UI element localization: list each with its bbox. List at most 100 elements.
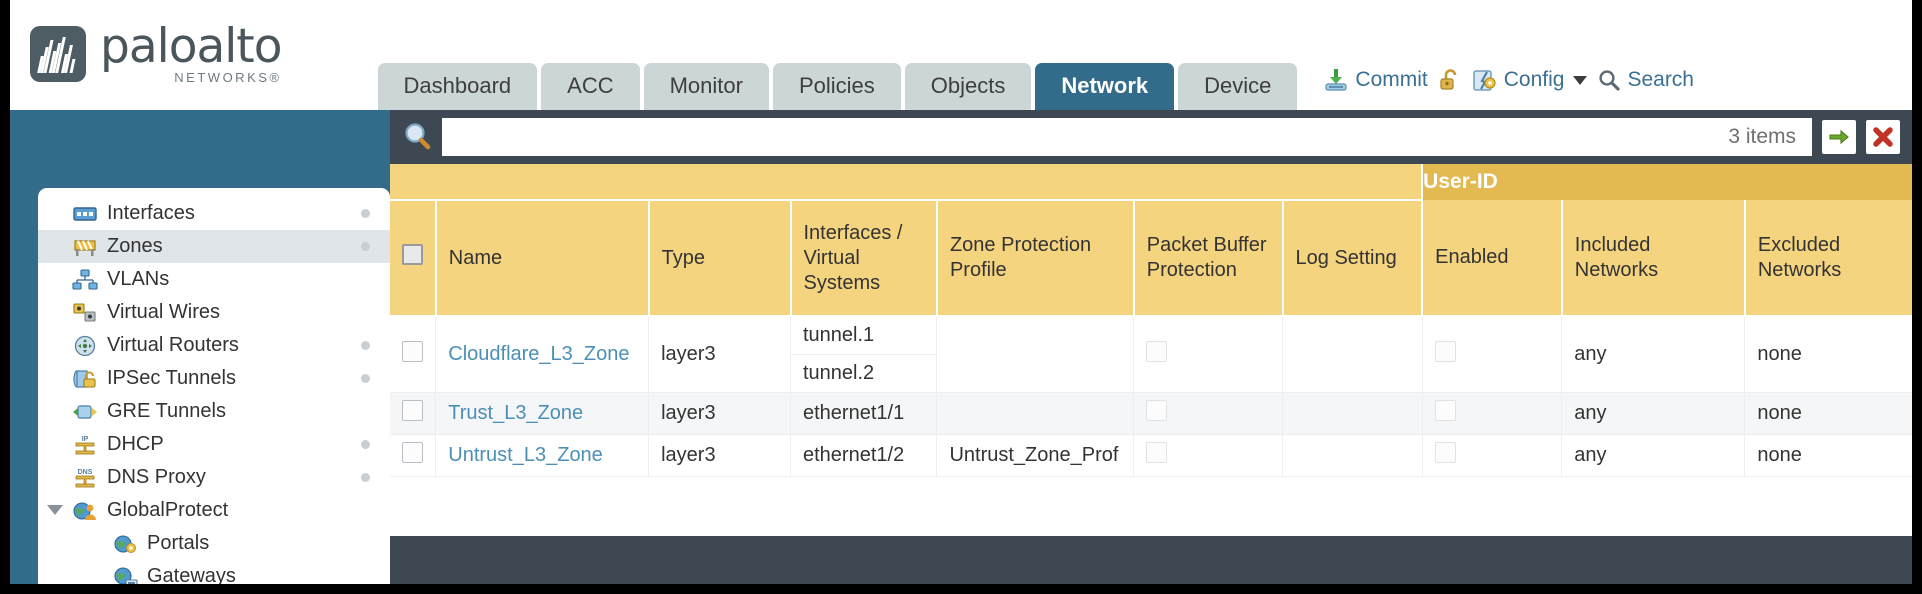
paloalto-logo-icon (30, 25, 86, 82)
status-dot (361, 209, 370, 218)
tab-policies[interactable]: Policies (772, 63, 901, 110)
sidebar-item-virtual-routers[interactable]: Virtual Routers (38, 329, 390, 362)
column-header-row: Name Type Interfaces / Virtual Systems Z… (390, 200, 1912, 317)
virtual-routers-icon (72, 335, 98, 357)
tab-dashboard[interactable]: Dashboard (377, 63, 538, 110)
config-menu[interactable]: Config (1472, 67, 1588, 93)
row-select-cell[interactable] (390, 316, 436, 393)
header-excluded-networks[interactable]: Excluded Networks (1743, 200, 1912, 317)
cell-interfaces: ethernet1/2 (789, 434, 937, 477)
status-dot (361, 341, 370, 350)
table-row[interactable]: Cloudflare_L3_Zone layer3 tunnel.1 tunne… (390, 316, 1912, 393)
cell-userid-enabled[interactable] (1421, 316, 1562, 393)
status-dot (361, 374, 370, 383)
select-all-checkbox[interactable] (402, 244, 423, 265)
gateways-icon (112, 566, 138, 584)
row-checkbox[interactable] (402, 400, 423, 421)
cell-packet-buffer-protection[interactable] (1133, 392, 1283, 435)
zone-name-link[interactable]: Cloudflare_L3_Zone (448, 343, 630, 365)
header-interfaces[interactable]: Interfaces / Virtual Systems (789, 200, 937, 317)
userid-enabled-checkbox[interactable] (1434, 341, 1456, 362)
zone-name-link[interactable]: Trust_L3_Zone (448, 402, 584, 424)
sidebar-item-zones[interactable]: Zones (38, 230, 390, 263)
apply-filter-button[interactable] (1822, 120, 1856, 154)
userid-enabled-checkbox[interactable] (1434, 400, 1456, 421)
zone-name-link[interactable]: Untrust_L3_Zone (448, 444, 603, 466)
dns-proxy-icon: DNS (72, 467, 98, 489)
tab-network[interactable]: Network (1035, 63, 1175, 110)
table-row[interactable]: Trust_L3_Zone layer3 ethernet1/1 (390, 392, 1912, 435)
cell-type: layer3 (648, 392, 791, 435)
cell-name[interactable]: Untrust_L3_Zone (435, 434, 649, 477)
row-checkbox[interactable] (402, 341, 423, 362)
expander-triangle-icon[interactable] (47, 505, 63, 515)
main-panel: 3 items (390, 110, 1912, 584)
sidebar-item-virtual-wires[interactable]: Virtual Wires (38, 296, 390, 329)
filter-bar: 3 items (390, 110, 1912, 164)
group-header-userid: User-ID (1421, 164, 1912, 200)
sidebar-item-portals[interactable]: Portals (38, 527, 390, 560)
cell-log-setting (1282, 392, 1423, 435)
cell-zone-protection-profile: Untrust_Zone_Prof (936, 434, 1134, 477)
sidebar-item-ipsec-tunnels[interactable]: IPSec Tunnels (38, 362, 390, 395)
sidebar-item-dns-proxy[interactable]: DNS DNS Proxy (38, 461, 390, 494)
globalprotect-icon (72, 500, 98, 522)
userid-enabled-checkbox[interactable] (1434, 442, 1456, 463)
header-userid-enabled[interactable]: Enabled (1421, 200, 1562, 317)
sidebar-item-label: VLANs (107, 268, 170, 290)
row-select-cell[interactable] (390, 434, 436, 477)
clear-filter-button[interactable] (1866, 120, 1900, 154)
sidebar-item-gateways[interactable]: Gateways (38, 560, 390, 584)
zones-icon (72, 236, 98, 258)
unlock-icon[interactable] (1438, 67, 1462, 93)
zones-table: User-ID Name Type Interfaces / Virtual S… (390, 164, 1912, 477)
packet-buffer-protection-checkbox[interactable] (1146, 341, 1168, 362)
sidebar-item-gre-tunnels[interactable]: GRE Tunnels (38, 395, 390, 428)
content-band: ? Help Interfaces (10, 110, 1912, 584)
search-button[interactable]: Search (1597, 68, 1694, 92)
row-select-cell[interactable] (390, 392, 436, 435)
items-count: 3 items (1728, 118, 1812, 156)
sidebar-item-vlans[interactable]: VLANs (38, 263, 390, 296)
table-row[interactable]: Untrust_L3_Zone layer3 ethernet1/2 Untru… (390, 434, 1912, 477)
packet-buffer-protection-checkbox[interactable] (1146, 400, 1168, 421)
header-zone-protection-profile[interactable]: Zone Protection Profile (935, 200, 1134, 317)
config-icon (1473, 70, 1496, 91)
cell-name[interactable]: Cloudflare_L3_Zone (435, 316, 649, 393)
cell-userid-enabled[interactable] (1421, 392, 1562, 435)
cell-name[interactable]: Trust_L3_Zone (435, 392, 649, 435)
search-input[interactable] (442, 118, 1729, 156)
cell-packet-buffer-protection[interactable] (1133, 316, 1283, 393)
header-log-setting[interactable]: Log Setting (1281, 200, 1423, 317)
header-name[interactable]: Name (434, 200, 649, 317)
header-packet-buffer-protection[interactable]: Packet Buffer Protection (1132, 200, 1283, 317)
sidebar-item-label: GRE Tunnels (107, 400, 226, 422)
cell-excluded-networks: none (1744, 392, 1912, 435)
cell-userid-enabled[interactable] (1421, 434, 1562, 477)
cell-included-networks: any (1561, 316, 1745, 393)
header-included-networks[interactable]: Included Networks (1560, 200, 1745, 317)
gre-tunnels-icon (72, 401, 98, 423)
tab-monitor[interactable]: Monitor (643, 63, 769, 110)
interface-item: tunnel.1 (791, 317, 937, 355)
commit-icon (1325, 69, 1348, 91)
filter-search-icon[interactable] (400, 119, 436, 155)
select-all-header (390, 200, 436, 317)
header-type[interactable]: Type (647, 200, 791, 317)
sidebar-item-dhcp[interactable]: IP DHCP (38, 428, 390, 461)
tab-objects[interactable]: Objects (904, 63, 1032, 110)
packet-buffer-protection-checkbox[interactable] (1146, 442, 1168, 463)
sidebar-item-globalprotect[interactable]: GlobalProtect (38, 494, 390, 527)
tab-acc[interactable]: ACC (541, 63, 640, 110)
commit-button[interactable]: Commit (1323, 67, 1428, 93)
sidebar-item-interfaces[interactable]: Interfaces (38, 197, 390, 230)
sidebar-item-label: Virtual Routers (107, 334, 239, 356)
row-checkbox[interactable] (402, 442, 423, 463)
tab-device[interactable]: Device (1178, 63, 1298, 110)
cell-packet-buffer-protection[interactable] (1133, 434, 1283, 477)
brand-name: paloalto (100, 19, 282, 74)
cell-interfaces: tunnel.1 tunnel.2 (789, 316, 937, 393)
sidebar-item-label: GlobalProtect (107, 499, 229, 521)
cell-zone-protection-profile (936, 392, 1134, 435)
